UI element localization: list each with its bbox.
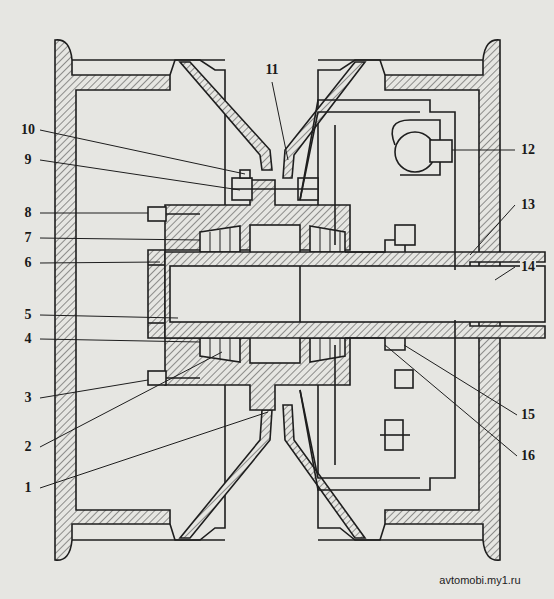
callout-number: 7 — [24, 231, 33, 245]
leader-lines — [40, 82, 517, 488]
callout-number: 2 — [24, 440, 33, 454]
callout-number: 16 — [520, 449, 536, 463]
callout-number: 8 — [24, 206, 33, 220]
callout-number: 11 — [264, 63, 279, 77]
callout-number: 10 — [20, 123, 36, 137]
callout-number: 12 — [520, 143, 536, 157]
callout-number: 1 — [24, 481, 33, 495]
callout-number: 4 — [24, 332, 33, 346]
callout-number: 13 — [520, 198, 536, 212]
callout-number: 5 — [24, 308, 33, 322]
callout-number: 15 — [520, 408, 536, 422]
callout-number: 6 — [24, 256, 33, 270]
callout-number: 3 — [24, 391, 33, 405]
callout-number: 9 — [24, 153, 33, 167]
watermark: avtomobi.my1.ru — [438, 575, 521, 586]
callout-number: 14 — [520, 260, 536, 274]
wheel-assembly — [55, 40, 545, 560]
